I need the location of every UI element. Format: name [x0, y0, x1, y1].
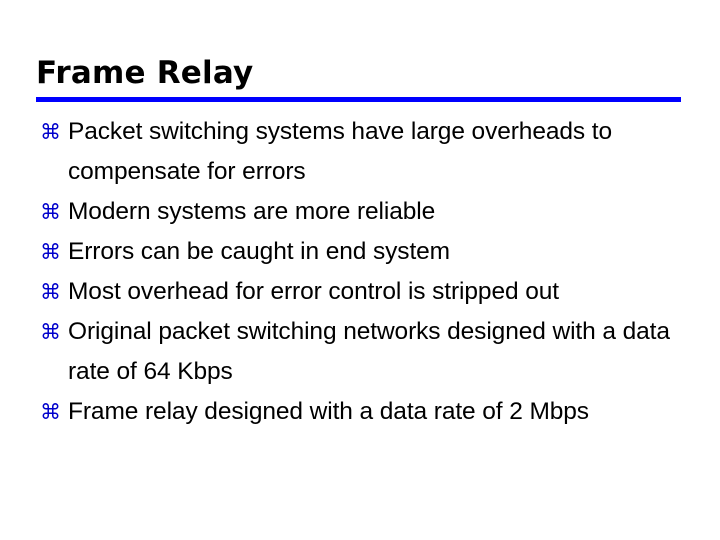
place-of-interest-bullet-icon: ⌘ — [40, 240, 61, 264]
list-item-label: Most overhead for error control is strip… — [68, 278, 559, 305]
place-of-interest-bullet-icon: ⌘ — [40, 320, 61, 344]
list-item-label: Original packet switching networks desig… — [68, 318, 670, 385]
place-of-interest-bullet-icon: ⌘ — [40, 400, 61, 424]
list-item-label: Packet switching systems have large over… — [68, 118, 612, 185]
bullet-list: ⌘ Packet switching systems have large ov… — [40, 112, 688, 432]
list-item: ⌘ Errors can be caught in end system — [40, 232, 688, 272]
title-block: Frame Relay — [36, 54, 684, 92]
title-underline-rule — [36, 97, 681, 102]
list-item-label: Errors can be caught in end system — [68, 238, 450, 265]
place-of-interest-bullet-icon: ⌘ — [40, 280, 61, 304]
list-item: ⌘ Packet switching systems have large ov… — [40, 112, 688, 192]
page-title: Frame Relay — [36, 55, 254, 91]
list-item: ⌘ Frame relay designed with a data rate … — [40, 392, 688, 432]
list-item: ⌘ Modern systems are more reliable — [40, 192, 688, 232]
list-item: ⌘ Most overhead for error control is str… — [40, 272, 688, 312]
list-item: ⌘ Original packet switching networks des… — [40, 312, 688, 392]
list-item-label: Frame relay designed with a data rate of… — [68, 398, 589, 425]
place-of-interest-bullet-icon: ⌘ — [40, 200, 61, 224]
list-item-label: Modern systems are more reliable — [68, 198, 436, 225]
place-of-interest-bullet-icon: ⌘ — [40, 120, 61, 144]
